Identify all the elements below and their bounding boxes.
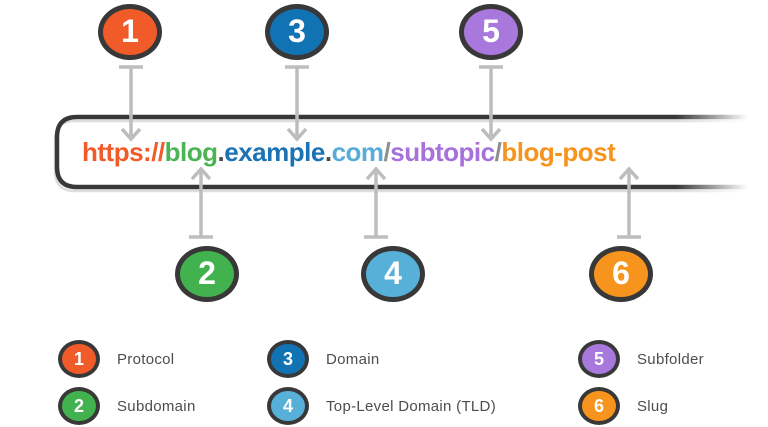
- arrow-tld: [364, 166, 388, 239]
- callout-circle-6: 6: [589, 246, 653, 302]
- url-box: [54, 114, 752, 190]
- url-segment-domain: example: [224, 137, 325, 167]
- callout-circle-2: 2: [175, 246, 239, 302]
- url-segment-subfolder: subtopic: [390, 137, 495, 167]
- url-segment-subdomain: blog: [164, 137, 218, 167]
- callout-circle-3: 3: [265, 4, 329, 60]
- legend-label: Subdomain: [117, 397, 196, 415]
- callout-number: 5: [482, 13, 500, 49]
- legend-number: 2: [73, 396, 84, 416]
- legend-circle-5: 5: [578, 340, 620, 378]
- url-segment-protocol: https://: [82, 137, 165, 167]
- url-segment-slash: /: [494, 137, 502, 167]
- url-segment-dot: .: [217, 137, 225, 167]
- callout-circle-4: 4: [361, 246, 425, 302]
- arrow-subfolder: [479, 65, 503, 142]
- legend-item-tld: 4 Top-Level Domain (TLD): [267, 387, 496, 425]
- arrow-subdomain: [189, 166, 213, 239]
- legend-label: Subfolder: [637, 350, 704, 368]
- callout-number: 2: [198, 255, 216, 291]
- legend-number: 5: [593, 349, 604, 369]
- arrow-protocol: [119, 65, 143, 142]
- legend-circle-6: 6: [578, 387, 620, 425]
- url-text: https://blog.example.com/subtopic/blog-p…: [82, 137, 616, 167]
- arrow-domain: [285, 65, 309, 142]
- legend-item-protocol: 1 Protocol: [58, 340, 174, 378]
- url-segment-dot: .: [324, 137, 332, 167]
- legend-circle-2: 2: [58, 387, 100, 425]
- legend-number: 3: [282, 349, 293, 369]
- legend-label: Protocol: [117, 350, 175, 368]
- legend-label: Domain: [326, 350, 380, 368]
- callout-circle-5: 5: [459, 4, 523, 60]
- legend-item-domain: 3 Domain: [267, 340, 380, 378]
- legend-circle-1: 1: [58, 340, 100, 378]
- callout-number: 1: [121, 13, 139, 49]
- legend-item-subfolder: 5 Subfolder: [578, 340, 704, 378]
- legend-number: 6: [593, 396, 604, 416]
- callout-circle-1: 1: [98, 4, 162, 60]
- callout-number: 6: [612, 255, 630, 291]
- legend-item-subdomain: 2 Subdomain: [58, 387, 196, 425]
- url-segment-slug: blog-post: [501, 137, 616, 167]
- arrow-slug: [617, 166, 641, 239]
- legend-number: 1: [73, 349, 84, 369]
- url-segment-slash: /: [383, 137, 391, 167]
- legend-item-slug: 6 Slug: [578, 387, 668, 425]
- legend-label: Slug: [637, 397, 669, 415]
- legend-label: Top-Level Domain (TLD): [326, 397, 496, 415]
- callout-number: 3: [288, 13, 306, 49]
- legend-number: 4: [282, 396, 293, 416]
- legend-circle-4: 4: [267, 387, 309, 425]
- url-segment-tld: com: [331, 137, 384, 167]
- callout-number: 4: [384, 255, 402, 291]
- legend-circle-3: 3: [267, 340, 309, 378]
